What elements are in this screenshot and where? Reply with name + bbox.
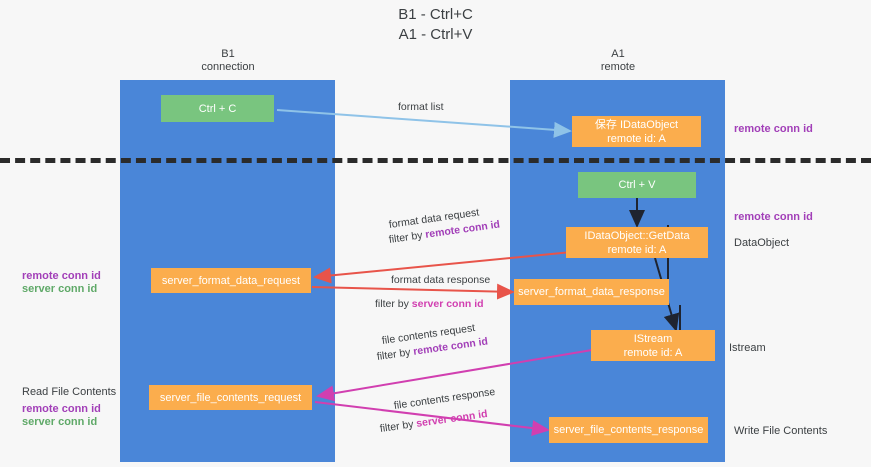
edge-format-data-response <box>311 283 515 300</box>
edge-file-contents-request <box>316 349 593 402</box>
annotation-istream: Istream <box>729 342 766 354</box>
column-header-a1-name: A1 <box>611 48 625 60</box>
edge-format-data-request <box>313 251 573 284</box>
box-server-file-contents-request[interactable]: server_file_contents_request <box>149 385 312 410</box>
title-line-2: A1 - Ctrl+V <box>398 26 473 43</box>
box-ctrl-c-label: Ctrl + C <box>198 102 237 115</box>
box-getdata-line1: IDataObject::GetData <box>584 229 690 242</box>
phase-divider <box>0 158 871 163</box>
box-ctrl-v-label: Ctrl + V <box>618 179 656 191</box>
edge-label-format-data-response-filter: filter by server conn id <box>375 298 484 311</box>
column-header-b1-subtitle: connection <box>201 61 255 73</box>
annotation-remote-conn-id-top: remote conn id <box>734 123 813 135</box>
box-ctrl-v[interactable]: Ctrl + V <box>578 172 696 198</box>
box-idataobject-getdata[interactable]: IDataObject::GetData remote id: A <box>566 227 708 258</box>
annotation-left-remote-conn-id: remote conn id <box>22 270 101 282</box>
box-server-file-contents-response-label: server_file_contents_response <box>553 424 704 436</box>
box-server-format-data-request[interactable]: server_format_data_request <box>151 268 311 293</box>
box-save-idataobject-line2: remote id: A <box>607 132 666 145</box>
box-save-idataobject-line1: 保存 IDataObject <box>594 118 679 131</box>
edge-label-format-list: format list <box>398 101 444 113</box>
box-istream[interactable]: IStream remote id: A <box>591 330 715 361</box>
edge-file-contents-response <box>314 401 550 437</box>
annotation-remote-conn-id-mid: remote conn id <box>734 211 813 223</box>
annotation-left-server-conn-id-2: server conn id <box>22 416 98 428</box>
box-server-file-contents-request-label: server_file_contents_request <box>159 391 302 404</box>
annotation-read-file-contents: Read File Contents <box>22 386 117 398</box>
box-server-format-data-response-label: server_format_data_response <box>518 286 665 298</box>
filter-key-2: server conn id <box>411 298 484 310</box>
annotation-dataobject: DataObject <box>734 237 790 249</box>
column-header-a1-subtitle: remote <box>600 61 636 73</box>
box-ctrl-c[interactable]: Ctrl + C <box>161 95 274 122</box>
column-header-a1: A1 remote <box>520 48 716 74</box>
column-header-b1: B1 connection <box>130 48 326 74</box>
box-istream-line1: IStream <box>633 332 673 345</box>
box-server-file-contents-response[interactable]: server_file_contents_response <box>549 417 708 443</box>
box-server-format-data-response[interactable]: server_format_data_response <box>514 279 669 305</box>
filter-prefix-2: filter by <box>375 298 412 310</box>
annotation-left-remote-conn-id-2: remote conn id <box>22 403 101 415</box>
page-title: B1 - Ctrl+C A1 - Ctrl+V <box>0 5 871 45</box>
title-line-1: B1 - Ctrl+C <box>398 6 473 23</box>
box-save-idataobject[interactable]: 保存 IDataObject remote id: A <box>572 116 701 147</box>
edge-label-format-data-response: format data response <box>391 274 491 286</box>
box-getdata-line2: remote id: A <box>607 243 667 256</box>
column-header-b1-name: B1 <box>221 48 235 60</box>
annotation-write-file-contents: Write File Contents <box>734 425 828 437</box>
box-server-format-data-request-label: server_format_data_request <box>161 274 301 287</box>
edge-format-list <box>276 109 572 138</box>
annotation-left-server-conn-id: server conn id <box>22 283 98 295</box>
box-istream-line2: remote id: A <box>623 346 683 359</box>
